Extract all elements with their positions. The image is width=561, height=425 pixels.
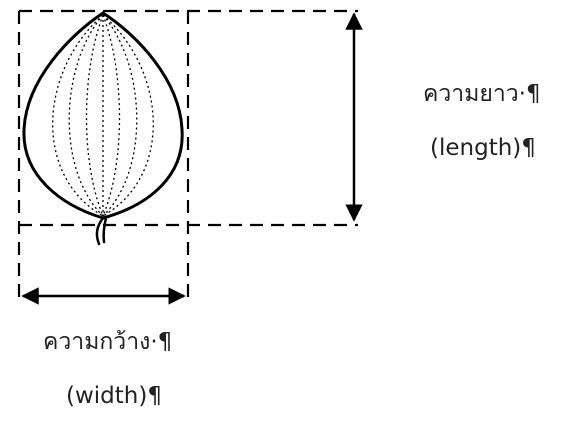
width-label-english: (width)¶ — [66, 383, 162, 409]
length-label-thai: ความยาว·¶ — [423, 81, 541, 107]
length-label-english: (length)¶ — [430, 135, 536, 161]
leaf-petiole — [95, 216, 108, 246]
leaf-veins — [52, 14, 154, 217]
leaf-illustration — [22, 11, 184, 246]
dashed-guides — [17, 9, 358, 302]
width-label-thai: ความกว้าง·¶ — [43, 329, 173, 355]
